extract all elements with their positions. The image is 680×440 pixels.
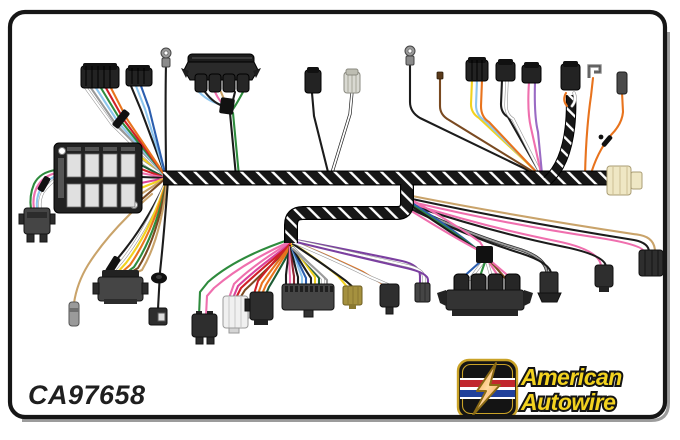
connector-ad-bulkhead [437,273,533,316]
cable-ties [37,97,493,274]
bullet-terminal-tan [68,301,80,327]
wire-fan-bottom-middle [197,237,430,318]
connector-z-multipin [281,283,335,318]
bullet-terminal-orange [616,71,628,95]
black-wire-grommet [156,178,170,311]
connector-q [18,207,56,243]
connector-h [465,57,489,82]
ring-terminal-left [160,47,172,68]
wire-bundles [29,60,657,318]
image-frame [7,9,670,422]
connector-y [244,291,274,325]
brand-logo: American Autowire [456,358,625,420]
connector-t [92,270,149,304]
connector-single-clear [343,68,361,94]
wire-bundle-lower-left [106,177,169,275]
wire-bundle-fusebox-left [29,168,58,211]
connector-ag [638,249,664,277]
connector-i [495,59,516,82]
connector-ae [537,271,562,303]
firewall-grommet [151,272,167,284]
wire-bundle-b [129,84,168,179]
connector-w [191,311,218,345]
connector-ab [379,283,400,315]
lightning-badge [456,358,519,420]
brand-name-line2: Autowire [520,389,616,415]
fuse-box [53,142,143,214]
connector-trunk-end [606,165,643,196]
connector-ac [414,282,431,303]
wire-fan-bottom-right [410,194,657,281]
wire-fan-right-top [408,60,544,179]
connector-bulkhead-top [181,53,261,93]
connector-a [80,63,120,89]
brand-name-line1: American [520,364,622,390]
connector-single-black [304,67,322,94]
connector-loom-top [560,61,581,91]
ring-terminal-right [404,45,416,66]
orange-wires-right [583,76,625,179]
connector-v [148,307,168,326]
wire-clip [598,134,613,147]
connector-af [594,264,614,292]
fuse-box-wire-fan [139,147,168,202]
pigtail-wire-black [310,91,331,178]
connector-j [521,62,542,84]
connector-aa-brass [342,285,363,309]
main-harness-trunk [163,94,608,243]
clip-terminal-orange [587,64,602,78]
connector-b [125,65,153,87]
part-number-label: CA97658 [28,380,146,410]
